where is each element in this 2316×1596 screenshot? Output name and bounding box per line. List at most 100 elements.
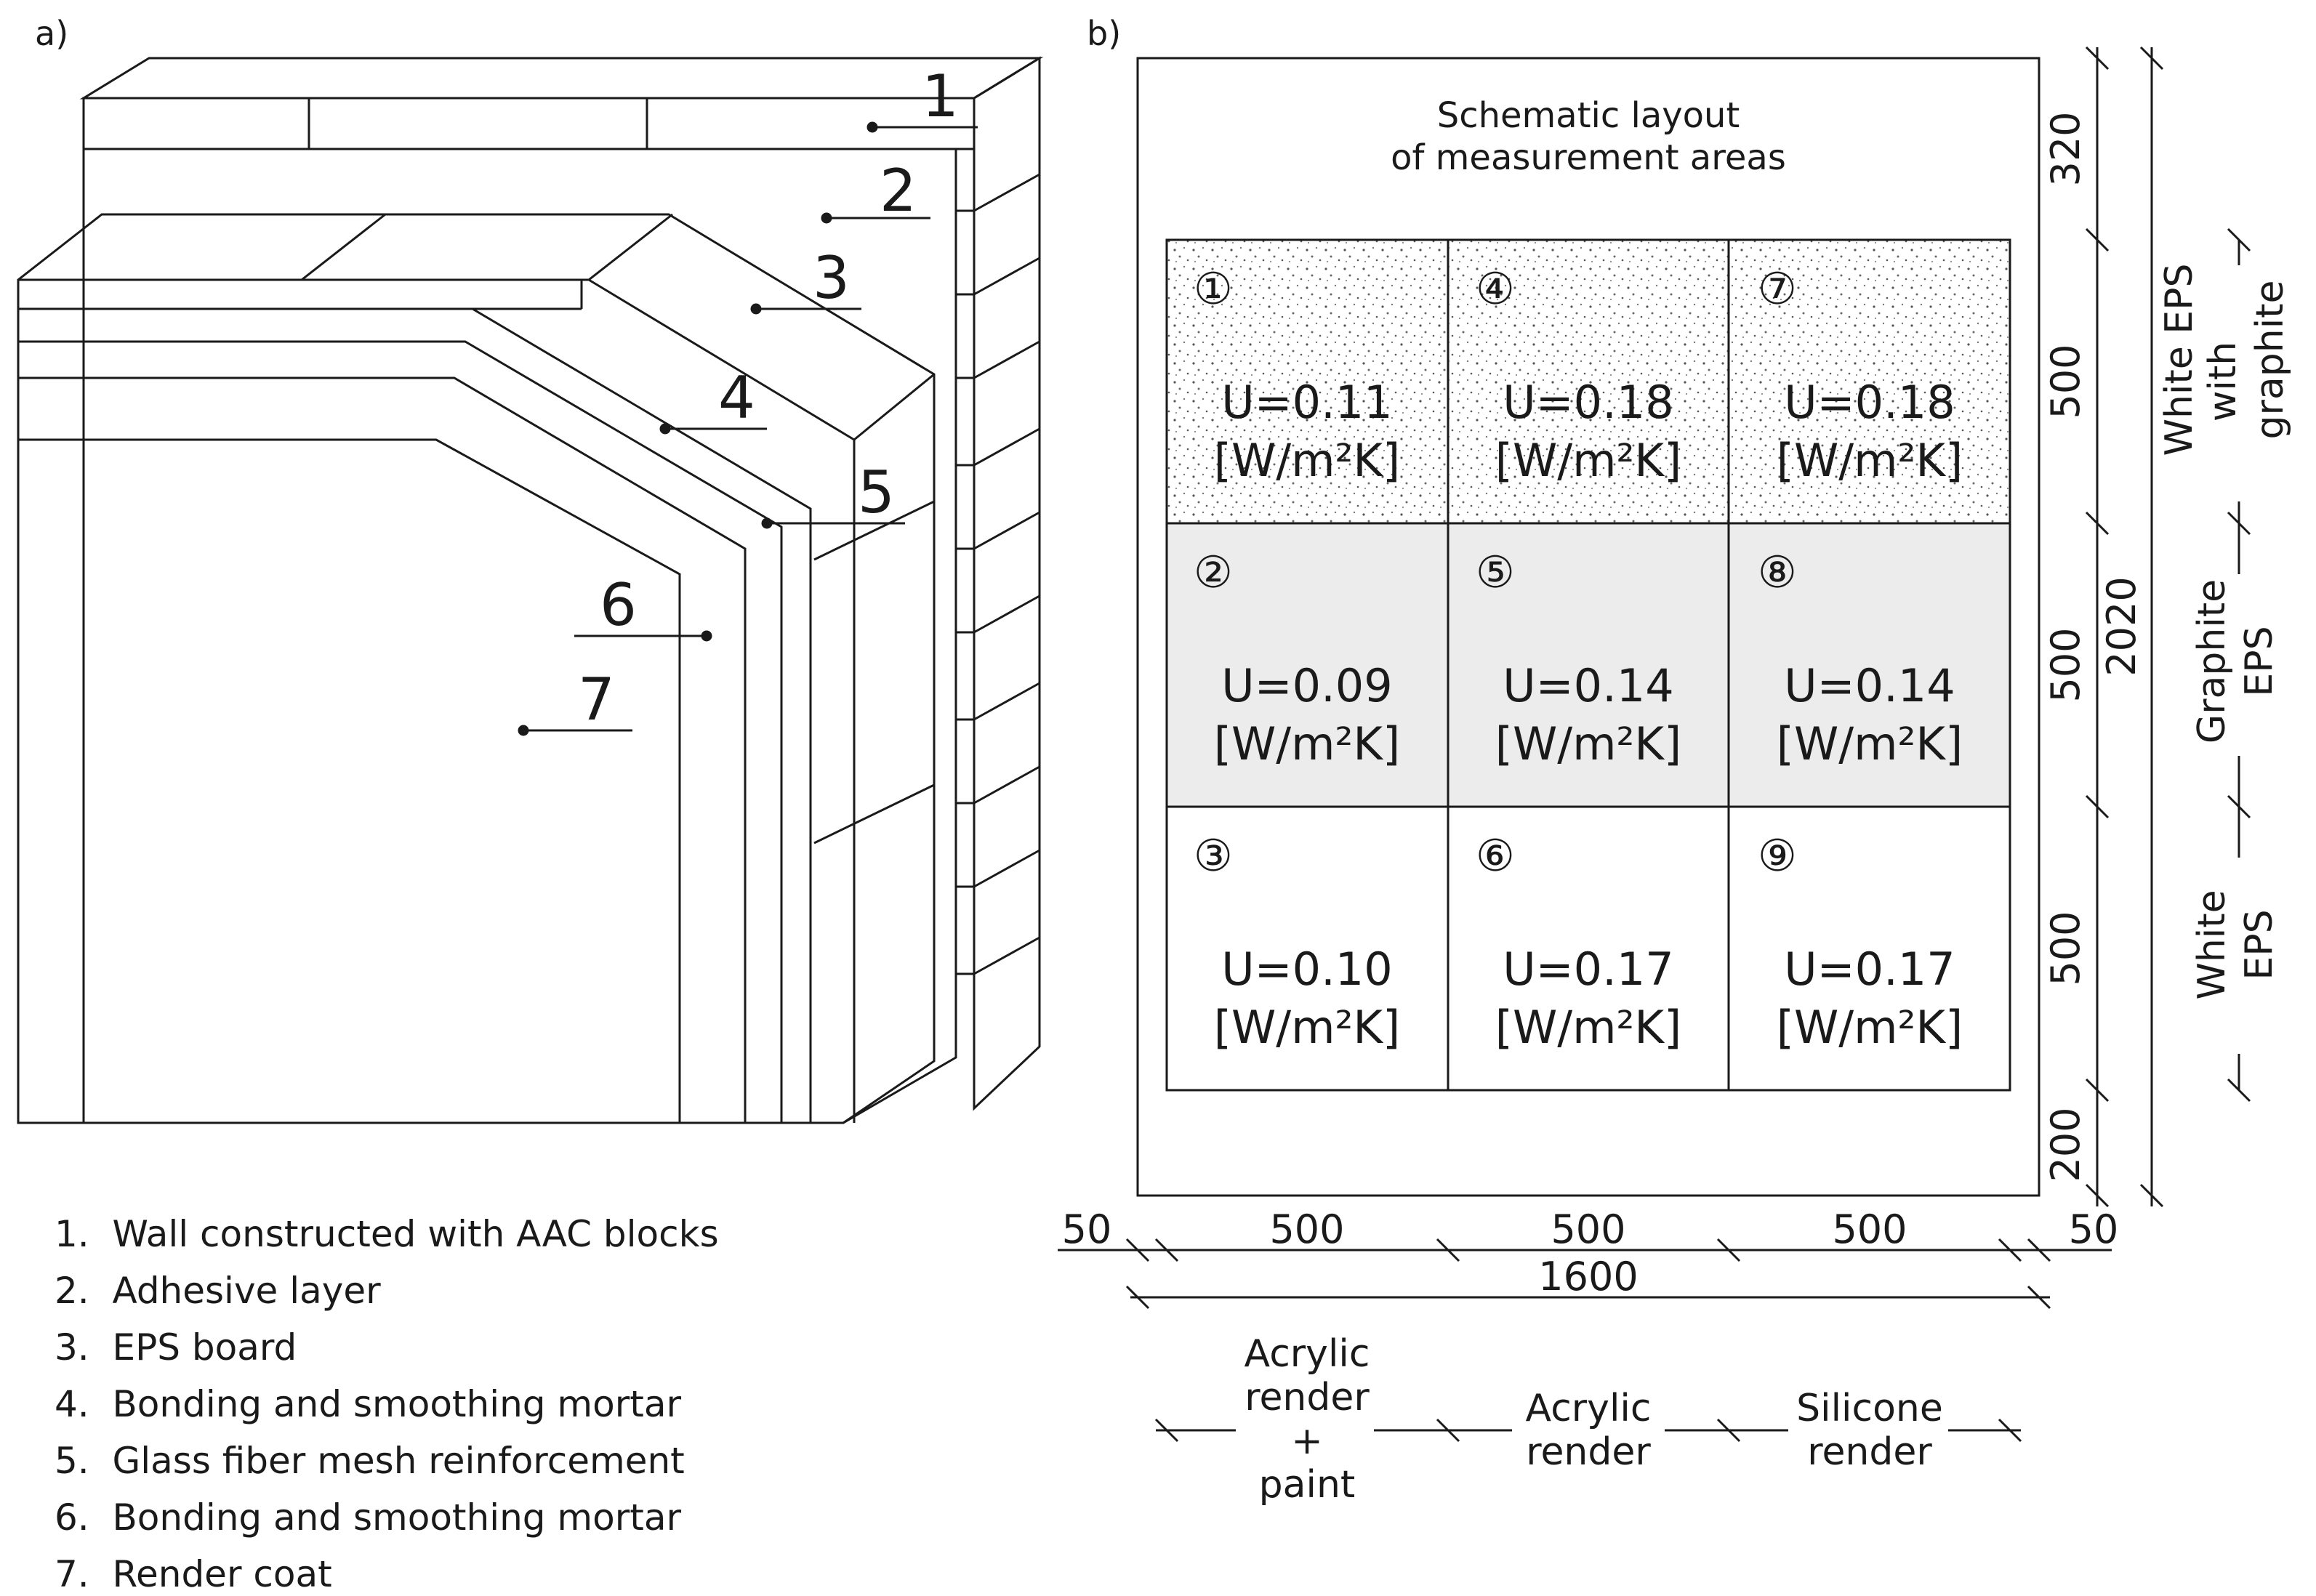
cell-8: ⑧ U=0.14 [W/m²K] <box>1758 547 1963 770</box>
render-label-line: Silicone <box>1796 1387 1943 1430</box>
callout-7: 7 <box>578 666 615 733</box>
cell-number: ④ <box>1476 264 1515 315</box>
legend-item: 5. Glass fiber mesh reinforcement <box>55 1440 685 1482</box>
eps-dimension <box>2227 227 2251 1103</box>
eps-label-white: White EPS <box>2190 890 2281 999</box>
dim-right-500c: 500 <box>2043 911 2088 986</box>
cell-u-value: U=0.18 <box>1503 376 1673 429</box>
callout-5: 5 <box>858 459 895 526</box>
eps-label-line: White EPS <box>2158 264 2201 456</box>
render-label-line: render <box>1526 1430 1651 1474</box>
render-label-2: Acrylic render <box>1526 1387 1652 1474</box>
right-dimension <box>2085 46 2164 1208</box>
cell-5: ⑤ U=0.14 [W/m²K] <box>1476 547 1681 770</box>
cell-unit: [W/m²K] <box>1495 1001 1681 1054</box>
row-graphite-eps <box>1167 523 2010 807</box>
eps-label-white-graphite: White EPS with graphite <box>2158 264 2292 456</box>
cell-u-value: U=0.17 <box>1784 943 1955 996</box>
layer-callouts <box>518 121 978 736</box>
callout-numbers: 1 2 3 4 5 6 7 <box>578 63 959 733</box>
render-label-1: Acrylic render + paint <box>1245 1332 1370 1507</box>
legend-item: 3. EPS board <box>55 1326 297 1369</box>
eps-label-graphite: Graphite EPS <box>2190 579 2281 743</box>
cell-number: ⑨ <box>1758 831 1797 882</box>
render-label-line: render <box>1245 1376 1370 1419</box>
legend-item: 6. Bonding and smoothing mortar <box>55 1496 682 1539</box>
cell-4: ④ U=0.18 [W/m²K] <box>1476 264 1681 487</box>
cell-u-value: U=0.09 <box>1221 659 1392 712</box>
bottom-dimension <box>1058 1238 2112 1310</box>
render-coat <box>17 438 681 1124</box>
adhesive-layer <box>82 148 957 1124</box>
dim-right-total: 2020 <box>2099 576 2144 676</box>
eps-label-line: graphite <box>2248 280 2292 439</box>
cell-unit: [W/m²K] <box>1777 717 1963 770</box>
dim-bottom-right: 50 <box>2069 1206 2119 1252</box>
cell-u-value: U=0.11 <box>1221 376 1392 429</box>
cell-u-value: U=0.14 <box>1784 659 1955 712</box>
render-label-line: + <box>1291 1419 1323 1463</box>
render-label-3: Silicone render <box>1796 1387 1943 1474</box>
render-label-line: paint <box>1259 1463 1356 1507</box>
cell-unit: [W/m²K] <box>1777 1001 1963 1054</box>
callout-2: 2 <box>880 157 917 225</box>
row-white-eps-graphite <box>1167 240 2010 523</box>
measurement-grid <box>1165 238 2011 1092</box>
legend-item: 7. Render coat <box>55 1553 332 1595</box>
dim-bottom-col3: 500 <box>1832 1206 1907 1252</box>
render-dimension <box>1154 1418 2022 1443</box>
cell-number: ③ <box>1194 831 1233 882</box>
callout-3: 3 <box>813 244 850 312</box>
cell-unit: [W/m²K] <box>1214 717 1400 770</box>
panel-a: a) <box>17 14 1044 1595</box>
cell-unit: [W/m²K] <box>1495 434 1681 487</box>
cell-number: ① <box>1194 264 1233 315</box>
callout-6: 6 <box>600 571 637 639</box>
cell-2: ② U=0.09 [W/m²K] <box>1194 547 1400 770</box>
cell-7: ⑦ U=0.18 [W/m²K] <box>1758 264 1963 487</box>
cell-unit: [W/m²K] <box>1214 1001 1400 1054</box>
callout-1: 1 <box>922 63 959 130</box>
dim-right-200: 200 <box>2043 1107 2088 1182</box>
panel-b-label: b) <box>1087 14 1121 53</box>
eps-label-line: White <box>2190 890 2234 999</box>
eps-label-line: with <box>2201 342 2245 422</box>
cell-number: ② <box>1194 547 1233 598</box>
eps-board <box>17 213 936 1124</box>
panel-a-label: a) <box>35 14 68 53</box>
dim-bottom-total: 1600 <box>1538 1254 1638 1299</box>
cell-9: ⑨ U=0.17 [W/m²K] <box>1758 831 1963 1054</box>
cell-unit: [W/m²K] <box>1777 434 1963 487</box>
dim-right-500a: 500 <box>2043 344 2088 419</box>
panel-b: b) Schematic layout of measurement areas… <box>1058 14 2292 1507</box>
render-label-line: render <box>1807 1430 1932 1474</box>
cell-u-value: U=0.10 <box>1221 943 1392 996</box>
dim-bottom-col2: 500 <box>1551 1206 1625 1252</box>
legend: 1. Wall constructed with AAC blocks 2. A… <box>55 1213 719 1595</box>
callout-4: 4 <box>718 364 755 432</box>
legend-item: 4. Bonding and smoothing mortar <box>55 1383 682 1425</box>
dim-right-500b: 500 <box>2043 627 2088 702</box>
dim-bottom-left: 50 <box>1062 1206 1112 1252</box>
panel-b-title-line2: of measurement areas <box>1391 137 1786 178</box>
cell-u-value: U=0.17 <box>1503 943 1673 996</box>
eps-label-line: Graphite <box>2190 579 2234 743</box>
row-white-eps <box>1167 807 2010 1090</box>
panel-b-title-line1: Schematic layout <box>1437 95 1740 136</box>
cell-unit: [W/m²K] <box>1214 434 1400 487</box>
render-label-line: Acrylic <box>1526 1387 1652 1430</box>
cell-number: ⑥ <box>1476 831 1515 882</box>
cell-number: ⑤ <box>1476 547 1515 598</box>
bonding-mortar-outer <box>17 307 812 1124</box>
eps-label-line: EPS <box>2237 909 2281 980</box>
legend-item: 1. Wall constructed with AAC blocks <box>55 1213 719 1255</box>
glass-fiber-mesh <box>17 340 783 1124</box>
bonding-mortar-inner <box>17 376 747 1124</box>
legend-item: 2. Adhesive layer <box>55 1270 381 1312</box>
cell-number: ⑧ <box>1758 547 1797 598</box>
wall-outline <box>1136 57 2040 1197</box>
cell-number: ⑦ <box>1758 264 1797 315</box>
cell-u-value: U=0.18 <box>1784 376 1955 429</box>
dim-bottom-col1: 500 <box>1269 1206 1344 1252</box>
